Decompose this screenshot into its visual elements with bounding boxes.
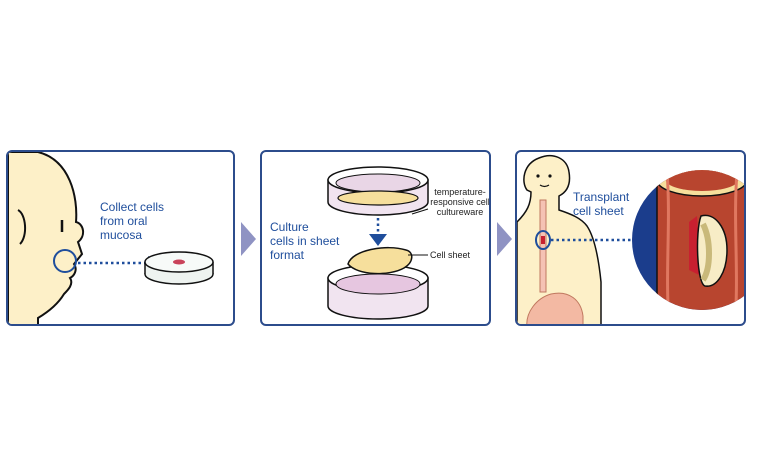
culture-illustration — [327, 166, 429, 320]
cell-sheet-annotation: Cell sheet — [430, 250, 471, 260]
cell-sheet — [347, 246, 413, 275]
step-arrow-1 — [241, 222, 256, 256]
stomach — [526, 292, 584, 324]
step-2-panel: temperature- responsive cell cultureware… — [260, 150, 491, 326]
cell-layer — [337, 190, 419, 206]
step-2-label: Culture cells in sheet format — [270, 220, 340, 262]
step-1-label: Collect cells from oral mucosa — [100, 200, 165, 242]
cultureware-annotation: temperature- responsive cell cultureware — [430, 187, 490, 217]
face-illustration — [8, 152, 214, 324]
transplant-illustration — [517, 154, 744, 324]
site-highlight-circle — [535, 230, 551, 250]
step-1-panel: Collect cells from oral mucosa — [6, 150, 235, 326]
mouth-highlight-circle — [53, 249, 77, 273]
cell-sample — [173, 259, 185, 265]
step-3-label: Transplant cell sheet — [573, 190, 630, 218]
step-arrow-2 — [497, 222, 512, 256]
esophagus — [539, 199, 547, 293]
step-3-panel: Transplant cell sheet — [515, 150, 746, 326]
